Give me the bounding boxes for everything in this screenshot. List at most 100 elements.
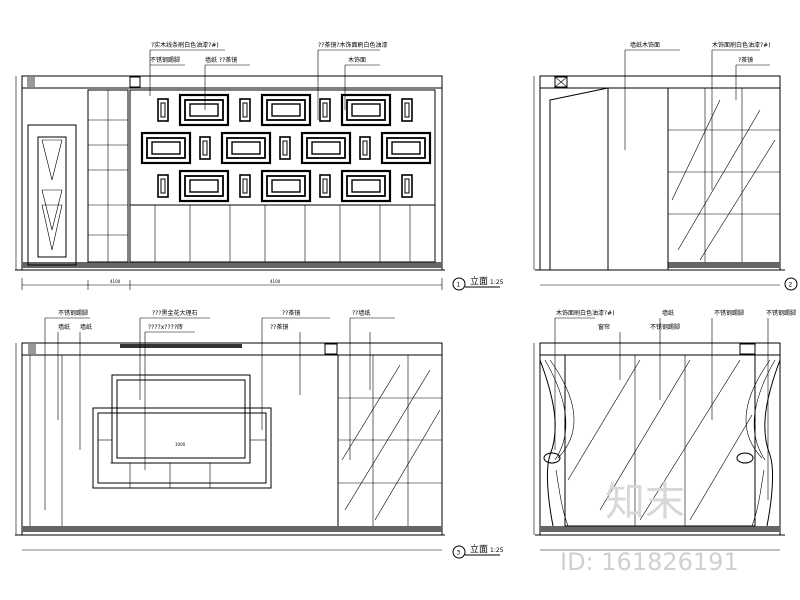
- e2-label-2: ?茶镜: [738, 56, 753, 64]
- tv-screen: [111, 374, 251, 464]
- fret-frame: [242, 178, 248, 194]
- fret-frame: [322, 102, 328, 118]
- e4-label-4: 不锈钢踢脚: [714, 309, 744, 317]
- ceiling-box-a: [129, 76, 141, 88]
- fret-frame: [266, 175, 306, 197]
- e2-label-1: 木饰面刷白色油漆?#): [712, 41, 771, 49]
- fret-frame: [346, 175, 386, 197]
- elevation-1: 4100 4100 ?实木线条刷白色油漆?#) ??茶镜?木饰面刷白色油漆 不锈…: [15, 41, 504, 291]
- e3-label-4: ????x????砖: [148, 323, 183, 331]
- fret-frame: [322, 178, 328, 194]
- e3-label-3: ???黑金花大理石: [152, 309, 198, 317]
- fret-frame: [189, 103, 219, 117]
- e3-label-2: 墙纸: [80, 323, 92, 331]
- fret-frame: [319, 98, 331, 122]
- fret-frame: [140, 131, 192, 165]
- e1-label-4: 木饰面: [348, 56, 366, 64]
- fret-frame: [189, 179, 219, 193]
- fret-frame: [319, 174, 331, 198]
- e3-label-0: 不锈钢踢脚: [58, 309, 88, 317]
- svg-text:4100: 4100: [270, 279, 281, 284]
- fret-frame: [266, 99, 306, 121]
- ceiling-hatch-left: [27, 77, 35, 87]
- elevation-1-marker: [452, 277, 466, 291]
- stone-surround: [92, 407, 272, 489]
- fret-frame: [306, 137, 346, 159]
- fret-frame: [271, 179, 301, 193]
- fret-frame: [401, 174, 413, 198]
- fret-frame: [160, 178, 166, 194]
- left-curtain: [539, 359, 556, 527]
- fret-frame: [160, 102, 166, 118]
- elevation-2-number: 2: [789, 282, 793, 289]
- e4-label-1: 窗帘: [598, 323, 610, 331]
- fret-frame: [178, 169, 230, 203]
- svg-text:1000: 1000: [175, 442, 186, 447]
- fret-frame: [260, 93, 312, 127]
- fret-frame: [359, 136, 371, 160]
- e3-label-1: 墙纸: [58, 323, 70, 331]
- e4-label-5: 不锈钢踢脚: [766, 309, 796, 317]
- elevation-3-title: 立面: [470, 543, 488, 555]
- elevation-4: 木饰面刷白色油漆?#) 窗帘 墙纸 不锈钢踢脚 不锈钢踢脚 不锈钢踢脚: [533, 309, 796, 551]
- elevation-2: 墙纸木饰面 木饰面刷白色油漆?#) ?茶镜 2: [533, 41, 798, 291]
- svg-text:4100: 4100: [110, 279, 121, 284]
- ceiling-band-2: [539, 75, 781, 89]
- e1-label-3: 墙纸 ??茶镜: [205, 56, 237, 64]
- fret-frame: [380, 131, 432, 165]
- elevation-3-number: 3: [457, 550, 461, 557]
- e4-label-3: 不锈钢踢脚: [650, 323, 680, 331]
- fret-frame: [404, 178, 410, 194]
- fret-frame: [311, 141, 341, 155]
- fret-frame: [401, 98, 413, 122]
- elevation-2-marker: [784, 277, 798, 291]
- fret-frame: [239, 98, 251, 122]
- mirror-grid-2: [668, 88, 780, 262]
- fret-frame: [157, 174, 169, 198]
- fret-frame: [239, 174, 251, 198]
- e3-label-6: ??茶镜: [270, 323, 288, 331]
- e1-label-2: 不锈钢踢脚: [150, 56, 180, 64]
- fret-frame: [340, 169, 392, 203]
- right-curtain: [764, 359, 781, 527]
- fret-frame: [404, 102, 410, 118]
- fret-frame: [242, 102, 248, 118]
- door: [27, 124, 77, 266]
- e2-label-0: 墙纸木饰面: [630, 41, 660, 49]
- e3-label-7: ??墙纸: [352, 309, 370, 317]
- fret-frame: [391, 141, 421, 155]
- e4-label-0: 木饰面刷白色油漆?#): [556, 309, 615, 317]
- fret-frame: [202, 140, 208, 156]
- elevation-1-scale: 1:25: [490, 279, 504, 286]
- fret-frame: [226, 137, 266, 159]
- elevation-3: 1000 不锈钢踢脚 墙纸 墙纸 ???黑金花: [15, 309, 504, 559]
- fret-frame: [184, 175, 224, 197]
- elevation-1-number: 1: [457, 282, 461, 289]
- fret-frame: [271, 103, 301, 117]
- fret-frame: [199, 136, 211, 160]
- elevation-1-title: 立面: [470, 275, 488, 287]
- fret-frame: [220, 131, 272, 165]
- fret-frame: [300, 131, 352, 165]
- fret-frame: [279, 136, 291, 160]
- side-panel: [549, 87, 609, 271]
- fret-frame: [346, 99, 386, 121]
- fret-frame: [282, 140, 288, 156]
- fret-frame: [386, 137, 426, 159]
- e4-label-2: 墙纸: [662, 309, 674, 317]
- fret-frames: [140, 93, 432, 203]
- fret-frame: [184, 99, 224, 121]
- fret-frame: [157, 98, 169, 122]
- e1-label-1: ??茶镜?木饰面刷白色油漆: [318, 41, 388, 49]
- watermark-id: ID: 161826191: [560, 548, 739, 576]
- e1-label-0: ?实木线条刷白色油漆?#): [151, 41, 219, 49]
- fret-frame: [351, 103, 381, 117]
- fret-frame: [340, 93, 392, 127]
- e3-label-5: ??茶镜: [282, 309, 300, 317]
- elevation-3-marker: [452, 545, 466, 559]
- floor-hatch: [22, 262, 442, 268]
- fret-frame: [231, 141, 261, 155]
- fret-frame: [362, 140, 368, 156]
- fret-frame: [351, 179, 381, 193]
